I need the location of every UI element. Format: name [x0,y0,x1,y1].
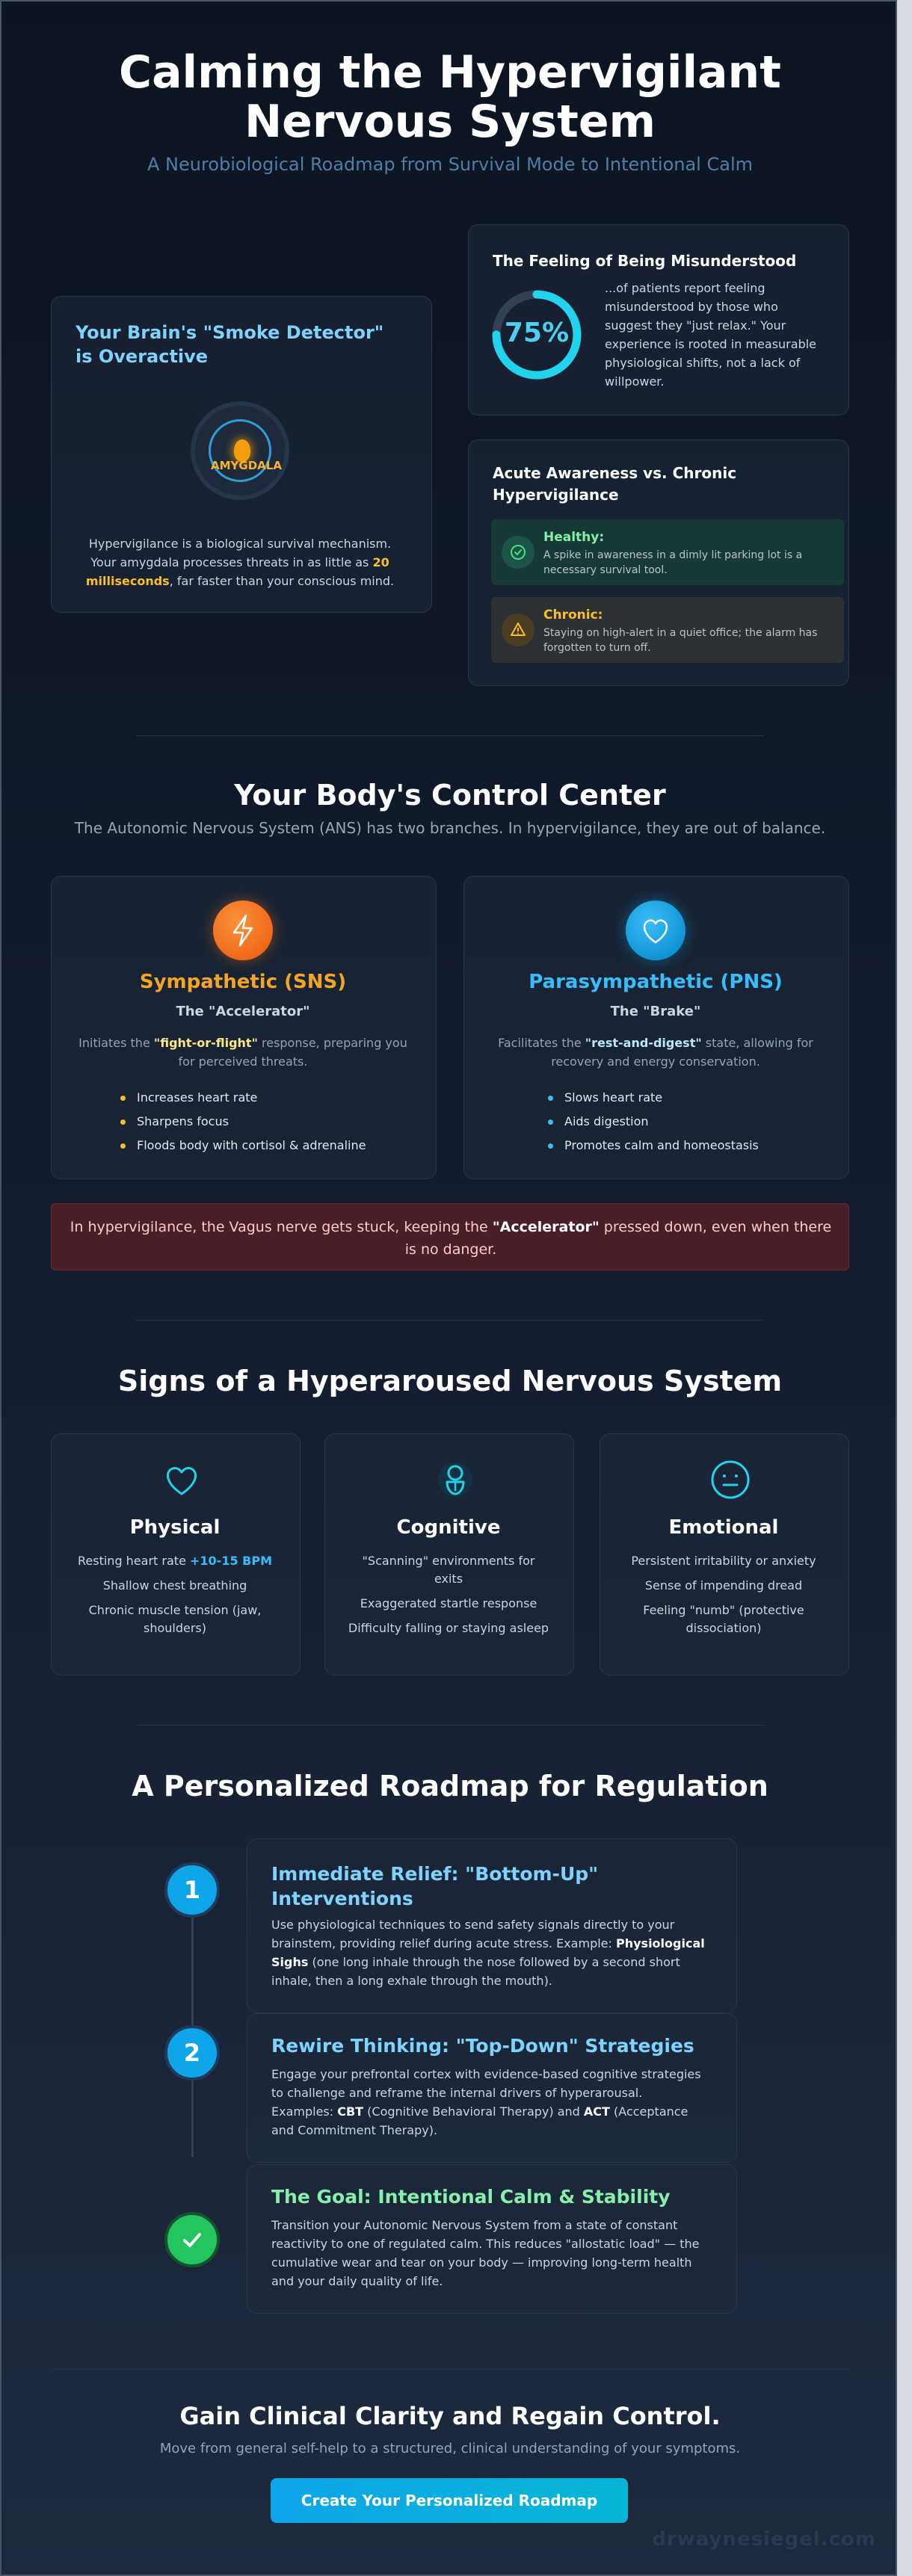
cognitive-title: Cognitive [396,1516,501,1539]
misunderstood-title: The Feeling of Being Misunderstood [493,252,797,270]
page-subtitle: A Neurobiological Roadmap from Survival … [147,154,753,175]
step-2-title: Rewire Thinking: "Top-Down" Strategies [271,2035,694,2057]
pns-card: Parasympathetic (PNS) The "Brake" Facili… [463,876,849,1179]
list-item: Chronic muscle tension (jaw, shoulders) [88,1603,262,1635]
list-item: Exaggerated startle response [360,1596,537,1610]
website-watermark: drwaynesiegel.com [652,2528,876,2551]
smoke-detector-text: Hypervigilance is a biological survival … [85,537,395,588]
pns-name: Parasympathetic (PNS) [529,971,783,993]
check-circle-icon [502,536,534,569]
chronic-state: Chronic: Staying on high-alert in a quie… [491,597,844,663]
amygdala-label: AMYGDALA [211,459,282,472]
healthy-title: Healthy: [543,530,605,545]
smoke-detector-title: Your Brain's "Smoke Detector" is Overact… [76,322,384,367]
list-item: Resting heart rate +10-15 BPM [78,1554,272,1568]
list-item: Sharpens focus [120,1110,366,1134]
sns-card: Sympathetic (SNS) The "Accelerator" Init… [51,876,437,1179]
brain-icon [432,1457,478,1503]
step-3-card: The Goal: Intentional Calm & Stability T… [247,2164,737,2314]
signs-title: Signs of a Hyperaroused Nervous System [117,1365,783,1397]
emotional-title: Emotional [668,1516,779,1539]
step-3-title: The Goal: Intentional Calm & Stability [271,2186,671,2208]
control-center-subtitle: The Autonomic Nervous System (ANS) has t… [74,819,826,837]
physical-card: Physical Resting heart rate +10-15 BPM S… [51,1433,301,1675]
divider [136,735,764,736]
heart-outline-icon [158,1457,205,1503]
divider [136,1320,764,1321]
cta-title: Gain Clinical Clarity and Regain Control… [179,2402,721,2430]
divider [136,1725,764,1726]
list-item: Difficulty falling or staying asleep [348,1621,549,1635]
checkmark-icon [164,2212,220,2267]
step-1-badge: 1 [164,1862,220,1918]
heart-icon [626,901,685,960]
step-1-card: Immediate Relief: "Bottom-Up" Interventi… [247,1838,737,2013]
healthy-text: A spike in awareness in a dimly lit park… [543,549,803,576]
neutral-face-icon [707,1457,754,1503]
step-1-text: Use physiological techniques to send saf… [271,1918,705,1988]
pns-role: The "Brake" [610,1004,701,1019]
list-item: Slows heart rate [548,1086,759,1110]
awareness-card: Acute Awareness vs. Chronic Hypervigilan… [468,439,849,686]
pns-list: Slows heart rate Aids digestion Promotes… [548,1086,759,1158]
percent-label: 75% [504,318,570,348]
cognitive-card: Cognitive "Scanning" environments for ex… [324,1433,574,1675]
sns-name: Sympathetic (SNS) [139,971,347,993]
misunderstood-text: ...of patients report feeling misunderst… [605,281,817,389]
smoke-detector-card: Your Brain's "Smoke Detector" is Overact… [51,296,432,613]
cta-subtitle: Move from general self-help to a structu… [159,2441,741,2456]
flame-icon [234,439,250,462]
list-item: Feeling "numb" (protective dissociation) [643,1603,804,1635]
roadmap-title: A Personalized Roadmap for Regulation [132,1770,768,1803]
list-item: Shallow chest breathing [102,1578,247,1593]
sns-desc: Initiates the "fight-or-flight" response… [78,1036,407,1069]
list-item: Persistent irritability or anxiety [631,1554,816,1568]
physical-title: Physical [129,1516,221,1539]
step-2-card: Rewire Thinking: "Top-Down" Strategies E… [247,2013,737,2163]
misunderstood-card: The Feeling of Being Misunderstood 75% .… [468,224,849,416]
progress-ring-icon [492,290,582,380]
list-item: Sense of impending dread [644,1578,803,1593]
emotional-card: Emotional Persistent irritability or anx… [600,1433,849,1675]
divider [51,2369,849,2370]
step-3-text: Transition your Autonomic Nervous System… [271,2218,700,2288]
healthy-state: Healthy: A spike in awareness in a dimly… [491,519,844,585]
awareness-title: Acute Awareness vs. Chronic Hypervigilan… [493,464,737,504]
control-center-title: Your Body's Control Center [234,779,666,812]
sns-role: The "Accelerator" [176,1004,310,1019]
lightning-icon [213,901,273,960]
list-item: Promotes calm and homeostasis [548,1134,759,1158]
list-item: Floods body with cortisol & adrenaline [120,1134,366,1158]
pns-desc: Facilitates the "rest-and-digest" state,… [498,1036,813,1069]
sns-list: Increases heart rate Sharpens focus Floo… [120,1086,366,1158]
chronic-title: Chronic: [543,608,603,623]
chronic-text: Staying on high-alert in a quiet office;… [543,627,818,654]
list-item: Aids digestion [548,1110,759,1134]
step-1-title: Immediate Relief: "Bottom-Up" Interventi… [271,1863,599,1909]
warning-icon [502,614,534,646]
amygdala-graphic: AMYGDALA [191,401,289,500]
vagus-alert: In hypervigilance, the Vagus nerve gets … [51,1203,849,1270]
step-2-badge: 2 [164,2025,220,2081]
list-item: Increases heart rate [120,1086,366,1110]
list-item: "Scanning" environments for exits [362,1554,535,1586]
percent-ring: 75% [490,288,584,382]
create-roadmap-button[interactable]: Create Your Personalized Roadmap [271,2478,628,2523]
page-title: Calming the Hypervigilant Nervous System [119,46,781,148]
step-2-text: Engage your prefrontal cortex with evide… [271,2067,701,2137]
